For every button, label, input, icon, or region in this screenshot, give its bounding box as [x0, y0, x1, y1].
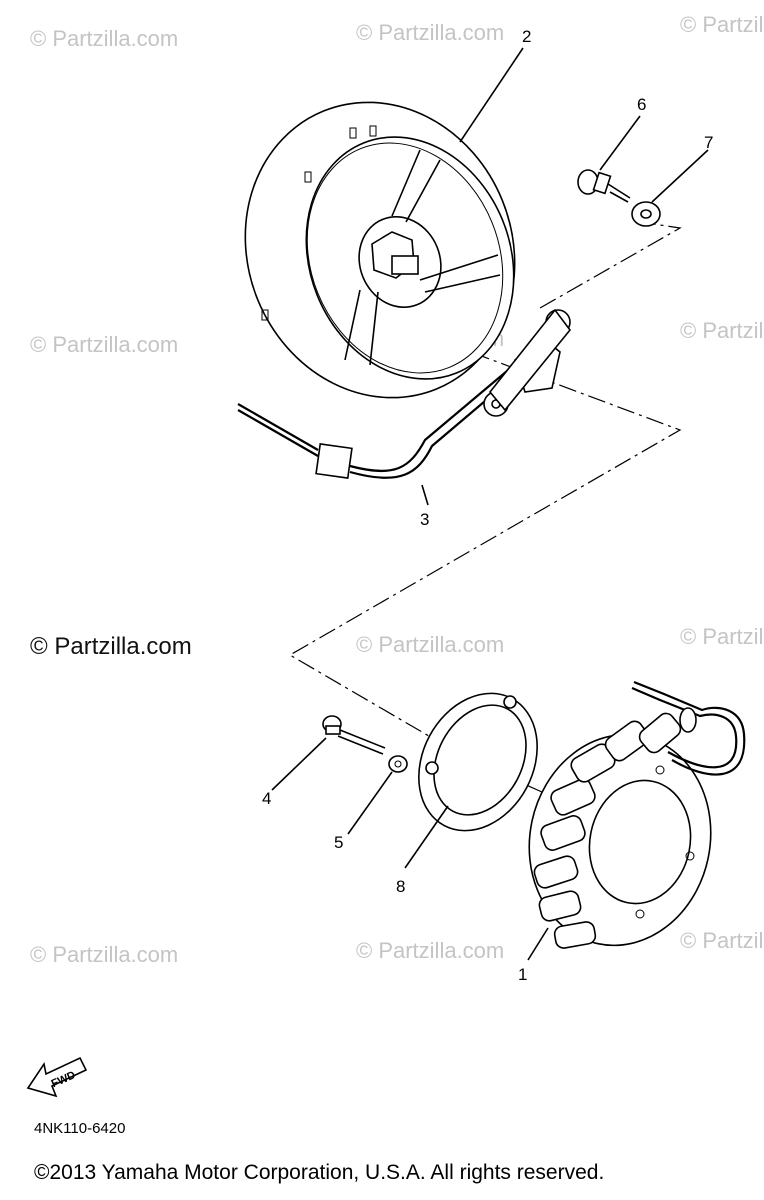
screw-4 — [271, 715, 386, 791]
flywheel-rotor — [244, 47, 524, 399]
watermark-dark: © Partzilla.com — [30, 633, 192, 660]
stator-1 — [527, 680, 746, 961]
callout-labels: 2 6 7 3 4 5 8 1 — [262, 27, 713, 984]
bolt-6 — [577, 115, 641, 203]
watermark: © Partzilla.com — [680, 318, 764, 343]
watermark: © Partzilla.com — [30, 26, 178, 51]
callout-3: 3 — [420, 510, 429, 529]
callout-7: 7 — [704, 133, 713, 152]
pickup-coil — [237, 308, 572, 506]
copyright-notice: ©2013 Yamaha Motor Corporation, U.S.A. A… — [34, 1161, 605, 1184]
fwd-arrow-icon: FWD — [26, 1056, 88, 1098]
watermark: © Partzilla.com — [30, 332, 178, 357]
callout-2: 2 — [522, 27, 531, 46]
watermark: © Partzilla.com — [680, 928, 764, 953]
watermark: © Partzilla.com — [680, 624, 764, 649]
watermark: © Partzilla.com — [30, 942, 178, 967]
washer-7 — [631, 149, 709, 227]
watermark: © Partzilla.com — [356, 938, 504, 963]
diagram-code: 4NK110-6420 — [34, 1120, 126, 1137]
washer-5 — [347, 755, 408, 835]
callout-6: 6 — [637, 95, 646, 114]
watermark: © Partzilla.com — [356, 632, 504, 657]
callout-4: 4 — [262, 789, 271, 808]
gasket-8 — [404, 692, 538, 869]
watermark: © Partzilla.com — [680, 12, 764, 37]
callout-8: 8 — [396, 877, 405, 896]
callout-1: 1 — [518, 965, 527, 984]
callout-5: 5 — [334, 833, 343, 852]
watermark: © Partzilla.com — [356, 20, 504, 45]
